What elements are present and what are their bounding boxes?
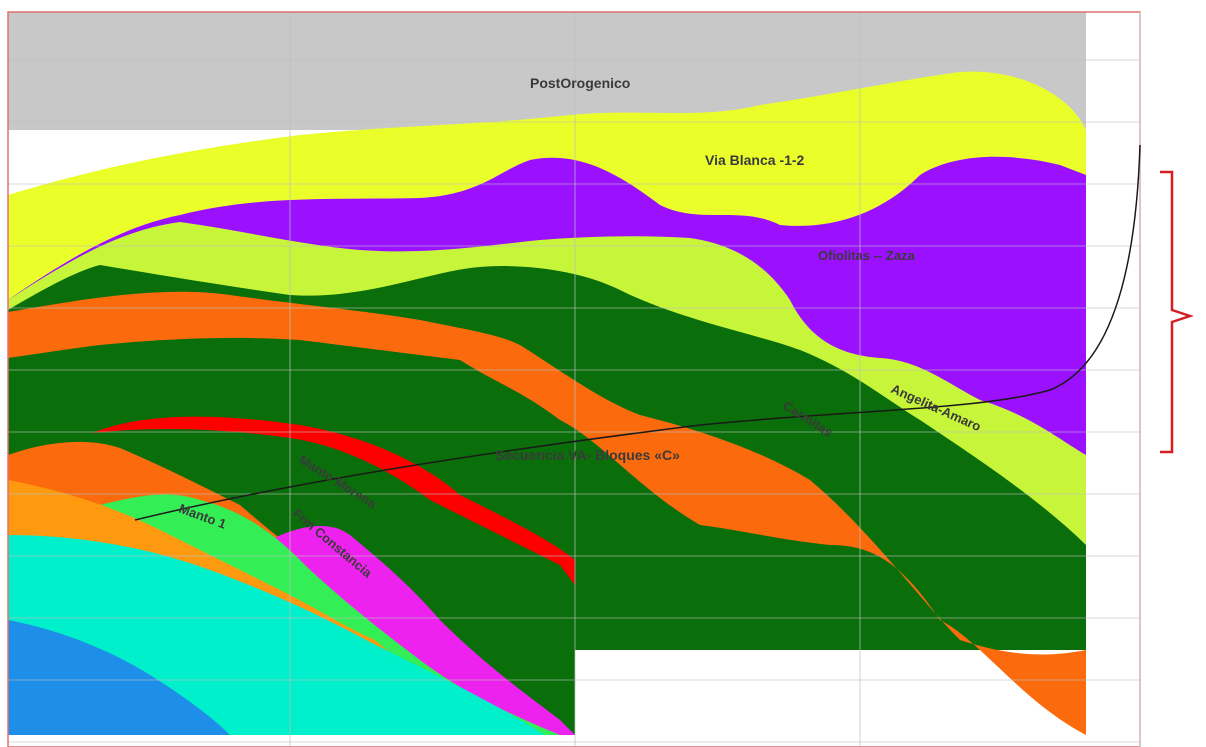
- label-secuencia: Secuencia VA- Bloques «C»: [495, 447, 680, 463]
- orange-unit-upper: [8, 291, 1086, 735]
- blue-unit: [8, 620, 230, 735]
- trace-line: [134, 144, 1141, 521]
- grid-lines: [8, 12, 1140, 747]
- depth-bracket: [1160, 170, 1194, 454]
- label-postorogenico: PostOrogenico: [530, 75, 630, 91]
- label-via-blanca: Via Blanca -1-2: [705, 152, 805, 168]
- label-ofiolitas: Ofiolitas -- Zaza: [818, 248, 916, 263]
